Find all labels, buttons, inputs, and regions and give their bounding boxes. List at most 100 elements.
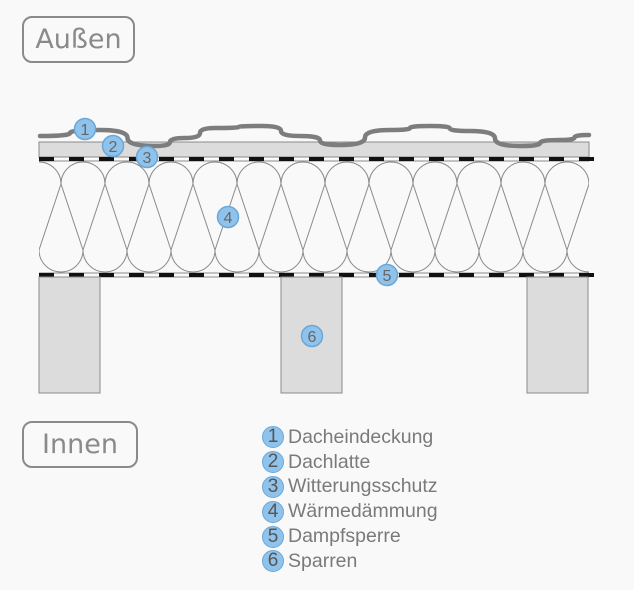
insulation-strand: [588, 184, 589, 186]
insulation-loop: [368, 161, 414, 185]
insulation-loop: [478, 249, 524, 273]
insulation-loop: [126, 249, 172, 273]
membrane-dash: [219, 273, 234, 277]
membrane-dash: [219, 157, 234, 161]
insulation-strand: [478, 183, 502, 251]
insulation-strand: [434, 183, 458, 251]
insulation-loop: [434, 249, 480, 273]
marker-5-label: 5: [383, 268, 392, 285]
membrane-dash: [249, 157, 264, 161]
membrane-dash: [309, 157, 324, 161]
insulation-loop: [390, 249, 436, 273]
legend-label: Sparren: [288, 549, 358, 572]
membrane-dash: [129, 273, 144, 277]
membrane-dash: [549, 273, 564, 277]
insulation-strand: [170, 183, 194, 251]
marker-1-label: 1: [81, 122, 90, 139]
membrane-dash: [399, 157, 414, 161]
legend-marker-3: 3: [262, 475, 284, 498]
membrane-dash: [159, 273, 174, 277]
membrane-dash: [459, 273, 474, 277]
insulation-loop: [544, 161, 589, 185]
insulation-strand: [126, 183, 150, 251]
insulation-loop: [302, 249, 348, 273]
insulation-strand: [390, 183, 414, 251]
insulation-layer: [0, 161, 634, 273]
insulation-strand: [39, 183, 62, 251]
insulation-strand: [456, 183, 480, 251]
insulation-strand: [104, 183, 128, 251]
insulation-loop: [346, 249, 392, 273]
insulation-strand: [280, 183, 304, 251]
membrane-dash: [159, 157, 174, 161]
membrane-dash: [189, 157, 204, 161]
insulation-loop: [60, 161, 106, 185]
membrane-dash: [549, 157, 564, 161]
marker-5: [375, 263, 399, 287]
membrane-dash: [69, 273, 84, 277]
inside-label: Innen: [22, 421, 138, 468]
membrane-dash: [579, 273, 594, 277]
insulation-loop: [611, 250, 634, 272]
insulation-loop: [280, 161, 326, 185]
insulation-strand: [0, 184, 17, 250]
vapor-barrier-membrane: [39, 272, 594, 278]
insulation-strand: [522, 183, 546, 251]
insulation-strand: [324, 183, 348, 251]
membrane-dash: [69, 157, 84, 161]
legend-marker-1: 1: [262, 426, 284, 449]
insulation-loop: [500, 161, 546, 185]
legend-label: Witterungsschutz: [288, 475, 438, 498]
insulation-strand: [566, 183, 589, 251]
legend-marker-6: 6: [262, 550, 284, 573]
insulation-loop: [214, 249, 260, 273]
outside-label: Außen: [22, 16, 135, 63]
insulation-loop: [258, 249, 304, 273]
legend-marker-4: 4: [262, 500, 284, 523]
membrane-dash: [489, 157, 504, 161]
insulation-strand: [236, 183, 260, 251]
rafter-right: [526, 276, 589, 394]
insulation-loop: [588, 179, 589, 184]
insulation-loop: [412, 161, 458, 185]
insulation-loop: [104, 161, 150, 185]
insulation-strand: [82, 183, 106, 251]
membrane-dash: [339, 157, 354, 161]
membrane-dash: [519, 273, 534, 277]
rafter-left: [38, 276, 101, 394]
membrane-dash: [39, 273, 54, 277]
insulation-loop: [148, 161, 194, 185]
insulation-loop: [236, 161, 282, 185]
legend-marker-2: 2: [262, 451, 284, 474]
insulation-strand: [192, 183, 216, 251]
insulation-loop: [566, 249, 589, 273]
membrane-dash: [489, 273, 504, 277]
membrane-dash: [369, 157, 384, 161]
membrane-dash: [309, 273, 324, 277]
insulation-strand: [412, 183, 436, 251]
insulation-loop: [82, 249, 128, 273]
legend-label: Dacheindeckung: [288, 425, 434, 448]
insulation-loop: [324, 161, 370, 185]
insulation-loop: [456, 161, 502, 185]
legend-label: Dampfsperre: [288, 525, 401, 548]
insulation-strand: [302, 183, 326, 251]
weather-protection-membrane: [39, 156, 594, 162]
insulation-loop: [39, 161, 62, 185]
marker-6: [300, 324, 324, 348]
insulation-loop: [192, 161, 238, 185]
marker-2: [101, 134, 125, 158]
insulation-strand: [346, 183, 370, 251]
marker-4-label: 4: [224, 210, 233, 227]
membrane-dash: [429, 157, 444, 161]
membrane-dash: [279, 157, 294, 161]
membrane-dash: [189, 273, 204, 277]
marker-4: [216, 205, 240, 229]
